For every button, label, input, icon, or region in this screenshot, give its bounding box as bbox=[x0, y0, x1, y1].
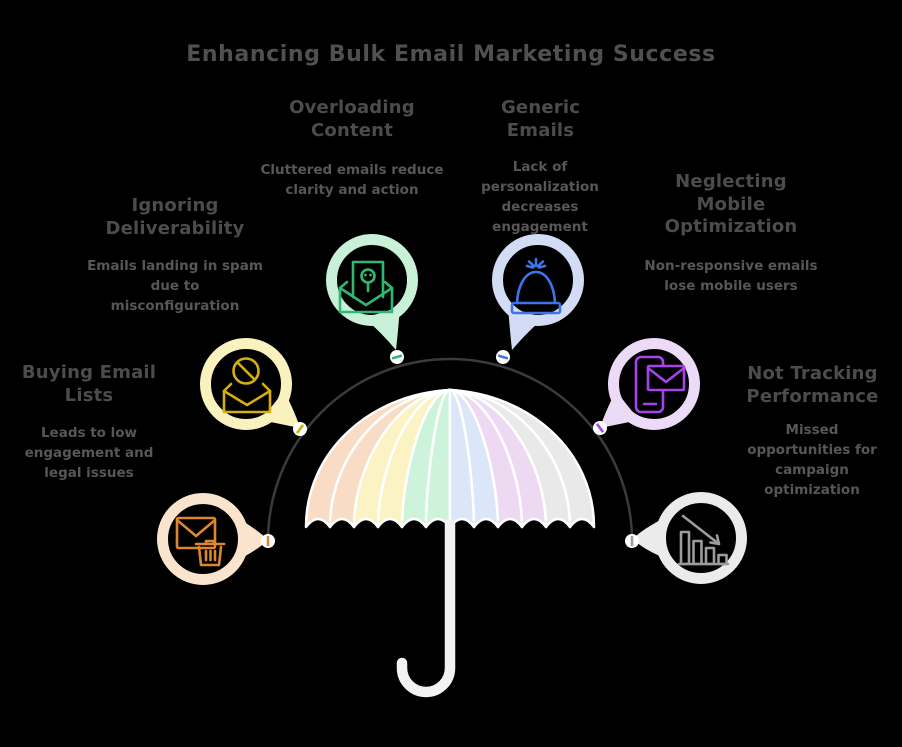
generic-beanie-icon bbox=[510, 257, 562, 315]
mobile-email-icon bbox=[634, 355, 686, 414]
page-title: Enhancing Bulk Email Marketing Success bbox=[186, 42, 716, 67]
item-desc-buying-email-lists: Leads to low engagement and legal issues bbox=[24, 425, 154, 481]
item-title-buying-email-lists: Buying Email Lists bbox=[21, 362, 157, 406]
bubble-neglecting-mobile bbox=[600, 338, 700, 430]
item-title-not-tracking: Not Tracking Performance bbox=[746, 363, 879, 407]
blocked-envelope-icon bbox=[222, 357, 272, 414]
arc-node-yellow bbox=[293, 422, 307, 436]
bubble-ring bbox=[492, 234, 584, 326]
bubble-overloading-content bbox=[326, 234, 418, 350]
declining-chart-icon bbox=[677, 514, 730, 566]
item-desc-ignoring-deliverability: Emails landing in spam due to misconfigu… bbox=[87, 258, 263, 314]
item-desc-overloading-content: Cluttered emails reduce clarity and acti… bbox=[260, 162, 444, 198]
item-title-neglecting-mobile: Neglecting Mobile Optimization bbox=[664, 171, 798, 237]
bubble-ignoring-deliverability bbox=[200, 338, 300, 430]
arc-node-orange bbox=[261, 534, 275, 548]
spam-skull-envelope-icon bbox=[338, 260, 394, 314]
arc-node-blue bbox=[496, 350, 510, 364]
bubble-ring bbox=[655, 492, 747, 584]
connector-arc bbox=[266, 357, 634, 542]
umbrella-panel-gray-2 bbox=[448, 388, 596, 529]
envelope-trash-icon bbox=[175, 516, 226, 567]
umbrella-handle bbox=[396, 518, 456, 698]
arc-node-purple bbox=[593, 421, 607, 435]
item-title-generic-emails: Generic Emails bbox=[500, 97, 581, 141]
bubble-ring bbox=[157, 493, 249, 585]
item-desc-neglecting-mobile: Non-responsive emails lose mobile users bbox=[644, 258, 818, 294]
bubble-ring bbox=[608, 338, 700, 430]
item-title-overloading-content: Overloading Content bbox=[289, 97, 415, 141]
umbrella bbox=[304, 388, 596, 698]
bubble-ring bbox=[200, 338, 292, 430]
bubble-ring bbox=[326, 234, 418, 326]
arc-node-green bbox=[390, 350, 404, 364]
item-desc-generic-emails: Lack of personalization decreases engage… bbox=[481, 159, 599, 235]
arc-node-gray bbox=[625, 534, 639, 548]
item-title-ignoring-deliverability: Ignoring Deliverability bbox=[105, 195, 245, 239]
umbrella-canopy bbox=[304, 388, 596, 529]
bubble-generic-emails bbox=[492, 234, 584, 350]
bubble-not-tracking bbox=[633, 492, 747, 584]
bubble-buying-email-lists bbox=[157, 493, 268, 585]
item-desc-not-tracking: Missed opportunities for campaign optimi… bbox=[747, 422, 877, 498]
